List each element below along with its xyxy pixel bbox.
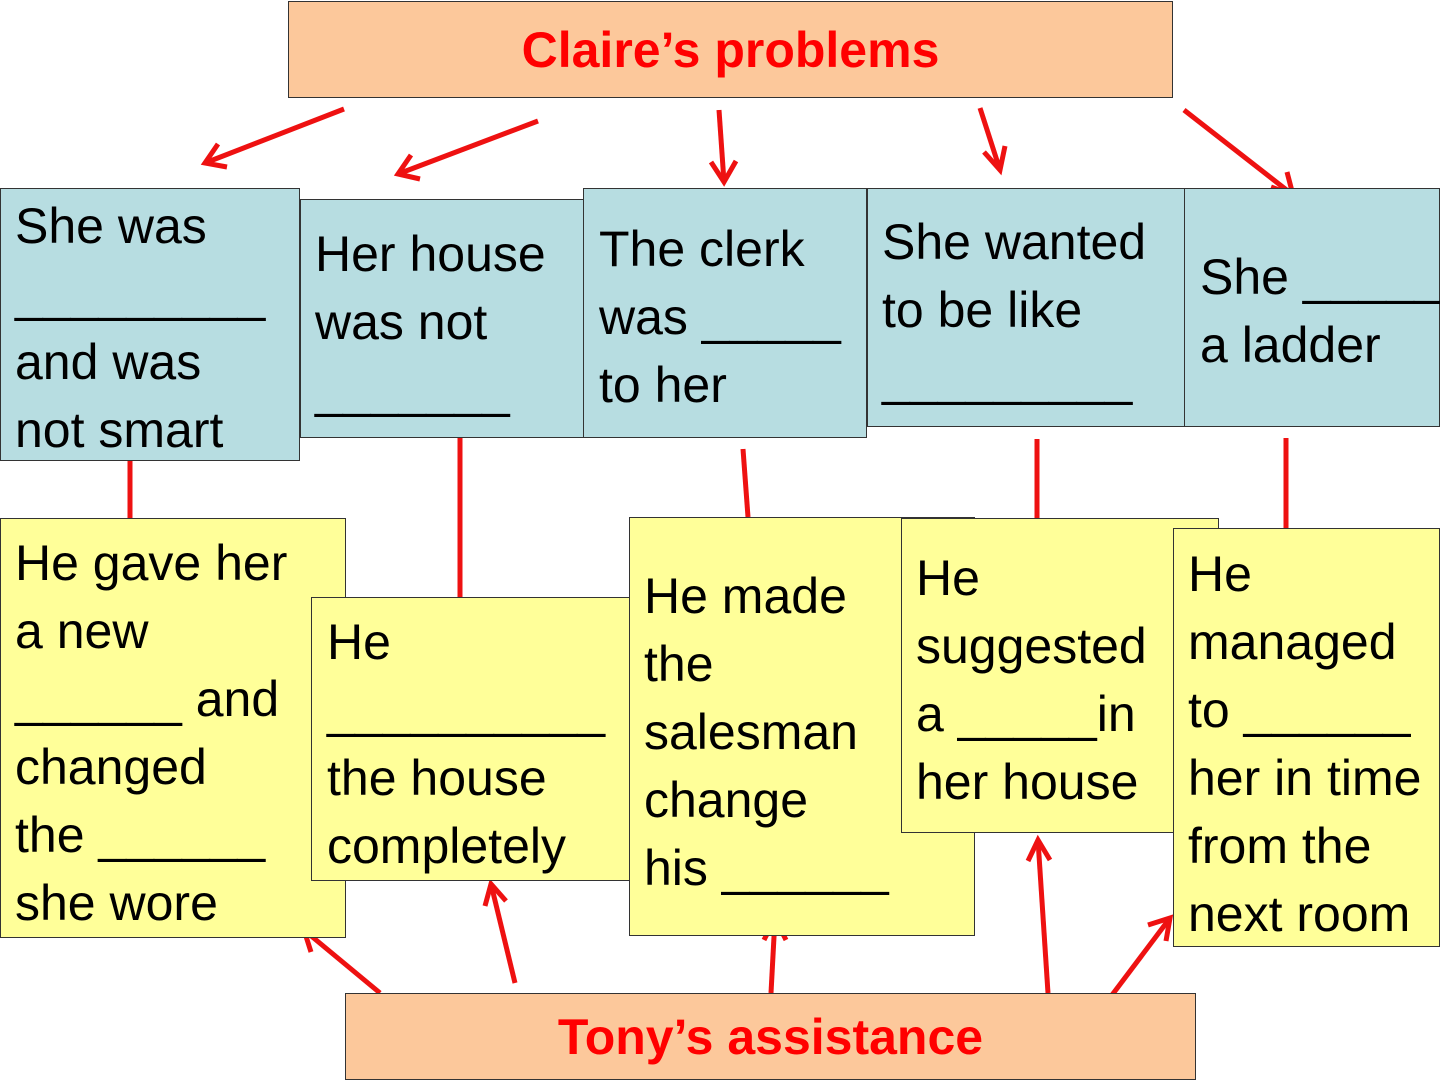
- problem-4-line-1: She wanted: [882, 214, 1147, 270]
- assistance-2-line-2: __________: [327, 682, 606, 738]
- problem-1-line-4: not smart: [15, 402, 224, 458]
- claires-problems-header: Claire’s problems: [288, 1, 1173, 98]
- arrow-problem-1: [200, 106, 345, 170]
- assistance-4-line-4: her house: [916, 754, 1139, 810]
- arrow-problem-5: [1182, 108, 1297, 199]
- assistance-4-line-3: a _____in: [916, 686, 1136, 742]
- assistance-box-2: [311, 597, 641, 881]
- arrow-problem-2: [393, 118, 539, 182]
- arrow-problem-4: [977, 107, 1008, 176]
- problem-box-4: [867, 188, 1185, 427]
- assistance-1-line-5: the ______: [15, 807, 266, 863]
- problem-3-line-3: to her: [599, 357, 727, 413]
- problem-4-line-2: to be like: [882, 282, 1083, 338]
- assistance-5-line-5: from the: [1188, 818, 1372, 874]
- assistance-box-5: [1173, 528, 1440, 947]
- problem-box-3: [583, 188, 867, 438]
- problem-1-line-1: She was: [15, 198, 207, 254]
- problem-2-line-2: was not: [315, 294, 488, 350]
- problem-3-line-1: The clerk: [599, 221, 805, 277]
- assistance-5-line-1: He: [1188, 546, 1252, 602]
- header-title: Claire’s problems: [521, 21, 940, 78]
- assistance-4-line-2: suggested: [916, 618, 1147, 674]
- arrow-assist-5: [1104, 914, 1174, 1005]
- assistance-3-line-5: his ______: [644, 840, 889, 896]
- assistance-5-line-3: to ______: [1188, 682, 1411, 738]
- assistance-2-line-4: completely: [327, 818, 566, 874]
- assistance-3-line-4: change: [644, 772, 809, 828]
- footer-title: Tony’s assistance: [557, 1008, 984, 1065]
- arrow-assist-2: [482, 878, 518, 984]
- problem-5-line-2: a ladder: [1200, 317, 1381, 373]
- arrow-assist-1: [300, 927, 382, 995]
- assistance-2-line-1: He: [327, 614, 391, 670]
- problem-5-line-1: She _____: [1200, 249, 1440, 305]
- assistance-box-1: [0, 518, 346, 938]
- problem-box-1: [0, 188, 300, 461]
- assistance-1-line-3: ______ and: [15, 671, 280, 727]
- assistance-5-line-4: her in time: [1188, 750, 1422, 806]
- assistance-2-line-3: the house: [327, 750, 547, 806]
- assistance-3-line-3: salesman: [644, 704, 858, 760]
- arrow-problem-3: [708, 109, 739, 187]
- problem-4-line-3: _________: [882, 350, 1133, 406]
- problem-box-2: [300, 199, 584, 438]
- tonys-assistance-footer: Tony’s assistance: [345, 993, 1196, 1080]
- problem-box-5: [1184, 188, 1440, 427]
- arrow-assist-4: [1025, 834, 1053, 994]
- assistance-1-line-1: He gave her: [15, 535, 288, 591]
- assistance-1-line-6: she wore: [15, 875, 218, 931]
- assistance-3-line-1: He made: [644, 568, 847, 624]
- problem-3-line-2: was _____: [599, 289, 841, 345]
- assistance-3-line-2: the: [644, 636, 714, 692]
- assistance-1-line-4: changed: [15, 739, 207, 795]
- assistance-box-4: [901, 518, 1219, 833]
- assistance-5-line-6: next room: [1188, 886, 1411, 942]
- problem-2-line-3: _______: [315, 362, 510, 418]
- connector-3: [740, 448, 751, 518]
- assistance-5-line-2: managed: [1188, 614, 1397, 670]
- problem-1-line-3: and was: [15, 334, 202, 390]
- problem-2-line-1: Her house: [315, 226, 546, 282]
- problem-1-line-2: _________: [15, 266, 266, 322]
- assistance-1-line-2: a new: [15, 603, 149, 659]
- assistance-4-line-1: He: [916, 550, 980, 606]
